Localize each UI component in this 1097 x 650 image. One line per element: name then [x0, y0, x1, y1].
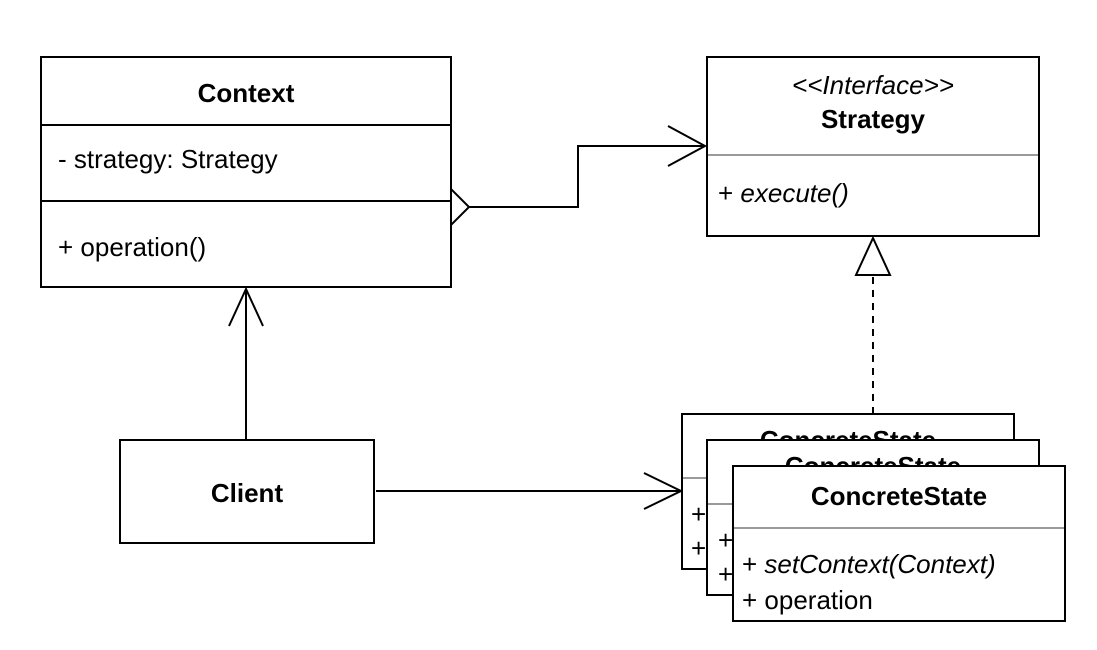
client-class[interactable]: Client	[119, 439, 375, 544]
strategy-divider	[708, 154, 1038, 156]
concrete-state-middle-method1: +	[718, 525, 734, 555]
context-attribute: - strategy: Strategy	[58, 144, 278, 174]
concrete-state-method1-prefix: +	[742, 549, 765, 579]
aggregation-line	[468, 145, 705, 208]
concrete-state-title: ConcreteState	[810, 481, 988, 511]
context-title: Context	[197, 78, 295, 108]
strategy-method-name: execute()	[740, 178, 849, 208]
strategy-interface[interactable]: <<Interface>> Strategy + execute()	[706, 56, 1040, 237]
context-method: + operation()	[58, 232, 207, 262]
strategy-method-prefix: +	[718, 178, 741, 208]
strategy-method: + execute()	[718, 178, 1038, 209]
client-title: Client	[210, 478, 284, 508]
concrete-state-method1-name: setContext(Context)	[764, 549, 996, 579]
context-class[interactable]: Context - strategy: Strategy + operation…	[40, 56, 452, 288]
strategy-title: Strategy	[820, 104, 926, 134]
concrete-state-back-method2: +	[691, 533, 707, 563]
concrete-state-method2: + operation	[742, 585, 873, 615]
concrete-state-middle-method2: +	[718, 559, 734, 589]
aggregation-arrowhead	[667, 125, 708, 167]
realization-triangle	[854, 235, 892, 276]
strategy-stereotype: <<Interface>>	[792, 70, 954, 100]
concrete-state-method1: + setContext(Context)	[742, 549, 1064, 580]
client-context-arrowhead	[228, 286, 264, 327]
concrete-state-back-method1: +	[691, 499, 707, 529]
concrete-state-front[interactable]: ConcreteState + setContext(Context) + op…	[732, 465, 1066, 622]
concrete-state-divider	[734, 527, 1064, 529]
context-divider-2	[42, 200, 450, 202]
context-divider-1	[42, 124, 450, 126]
